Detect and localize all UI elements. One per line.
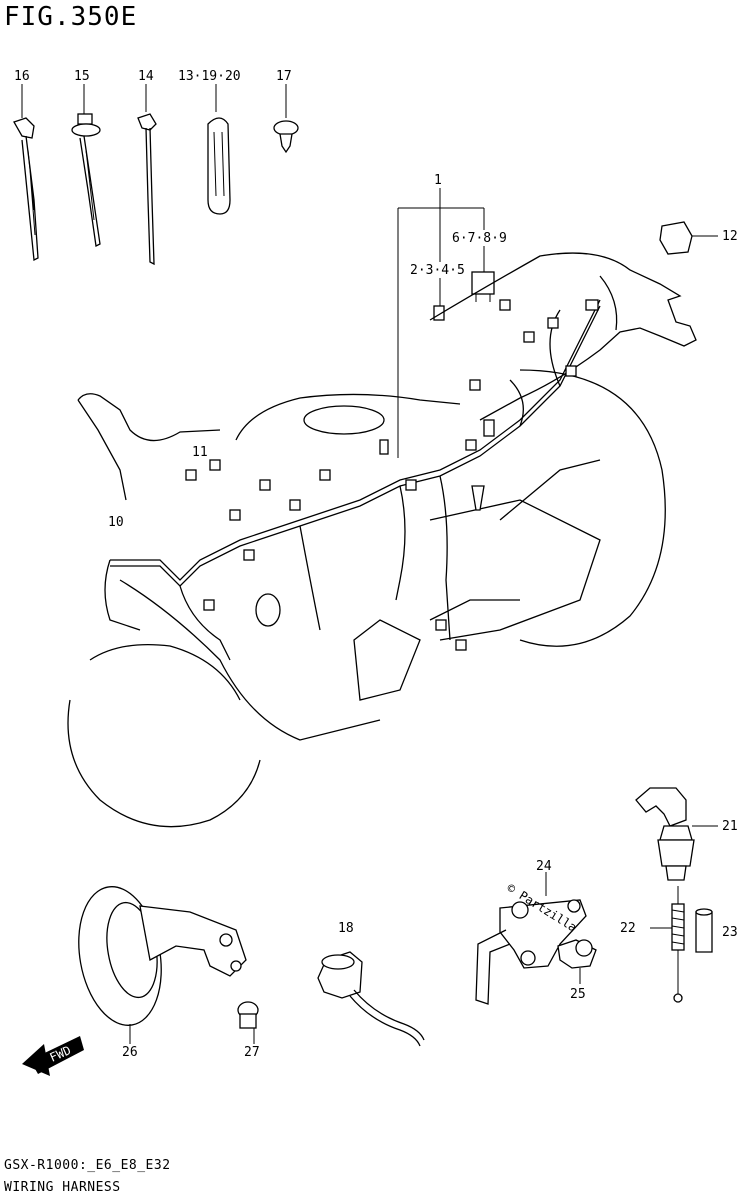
callout-6-7-8-9: 6·7·8·9 <box>452 231 507 246</box>
main-harness <box>104 299 601 661</box>
part-13-strap <box>207 84 231 215</box>
callout-23: 23 <box>722 925 738 940</box>
model-code: GSX-R1000:_E6_E8_E32 <box>4 1158 171 1173</box>
callout-16: 16 <box>14 69 30 84</box>
callout-18: 18 <box>338 921 354 936</box>
callout-22: 22 <box>620 921 636 936</box>
motorcycle-outline <box>67 252 697 828</box>
callout-26: 26 <box>122 1045 138 1060</box>
part-26-horn <box>78 886 247 1044</box>
callout-24: 24 <box>536 859 552 874</box>
callout-12: 12 <box>722 229 738 244</box>
part-1-leader-bracket <box>397 188 485 458</box>
part-14-clip-band <box>137 84 157 266</box>
part-15-bolt-tie <box>71 84 101 247</box>
part-21-sensor <box>635 787 718 881</box>
figure-name: WIRING HARNESS <box>4 1180 121 1195</box>
part-27-screw <box>237 1001 259 1044</box>
part-25-bolt <box>557 939 597 984</box>
part-23-sleeve <box>695 908 713 953</box>
fwd-badge: FWD <box>22 1036 84 1076</box>
part-12-connector <box>659 221 718 255</box>
part-18-sensor <box>317 951 425 1047</box>
callout-10: 10 <box>108 515 124 530</box>
part-6-relay <box>471 271 495 302</box>
part-22-spring <box>650 886 685 1003</box>
callout-14: 14 <box>138 69 154 84</box>
callout-21: 21 <box>722 819 738 834</box>
callout-27: 27 <box>244 1045 260 1060</box>
figure-title: FIG.350E <box>4 2 138 32</box>
callout-2-3-4-5: 2·3·4·5 <box>410 263 465 278</box>
callout-15: 15 <box>74 69 90 84</box>
part-16-cable-tie <box>13 84 39 262</box>
part-17-push-clip <box>273 84 299 154</box>
part-2-fuse <box>433 305 445 321</box>
callout-1: 1 <box>434 173 442 188</box>
callout-11: 11 <box>192 445 208 460</box>
callout-13-19-20: 13·19·20 <box>178 69 241 84</box>
callout-25: 25 <box>570 987 586 1002</box>
part-24-bracket <box>475 872 587 1005</box>
callout-17: 17 <box>276 69 292 84</box>
